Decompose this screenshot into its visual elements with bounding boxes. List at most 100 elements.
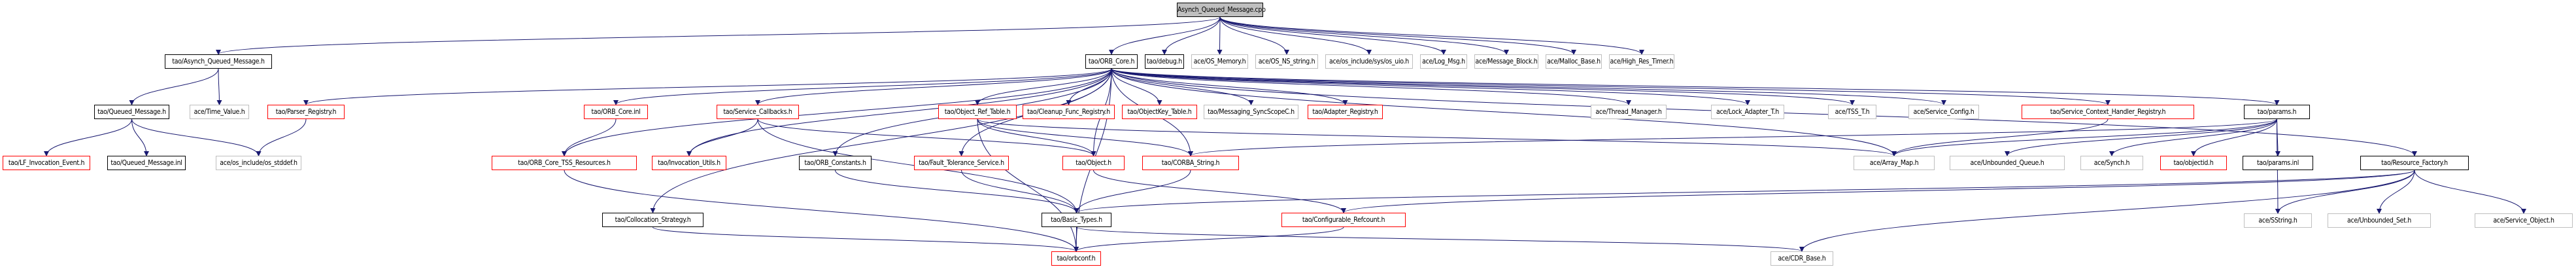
node-service-config-h[interactable]: ace/Service_Config.h xyxy=(1908,105,1979,119)
edge-orb_core_h-to-params_h xyxy=(1111,68,2280,105)
node-os-memory-h[interactable]: ace/OS_Memory.h xyxy=(1191,54,1248,69)
node-unbounded-queue-h[interactable]: ace/Unbounded_Queue.h xyxy=(1950,156,2065,170)
node-os-ns-string-h[interactable]: ace/OS_NS_string.h xyxy=(1255,54,1318,69)
edge-params_h-to-array_map xyxy=(1891,118,2277,156)
node-orb-core-tss-resources-h[interactable]: tao/ORB_Core_TSS_Resources.h xyxy=(492,156,637,170)
edge-orb_core_h-to-tss_t xyxy=(1111,68,1855,105)
edge-queued_message_h-to-queued_message_inl xyxy=(131,118,149,156)
node-synch-h[interactable]: ace/Synch.h xyxy=(2080,156,2143,170)
edge-resource_factory-to-service_object xyxy=(2414,170,2526,214)
node-object-ref-table-h[interactable]: tao/Object_Ref_Table.h xyxy=(938,105,1017,119)
edge-orb_core_h-to-service_config xyxy=(1111,68,1946,105)
edge-orb_core_h-to-messaging_syncscope xyxy=(1111,68,1254,105)
node-unbounded-set-h[interactable]: ace/Unbounded_Set.h xyxy=(2328,213,2431,228)
node-object-h[interactable]: tao/Object.h xyxy=(1062,156,1125,170)
edge-orb_core_h-to-sch_registry xyxy=(1111,68,2110,105)
node-orb-core-h[interactable]: tao/ORB_Core.h xyxy=(1085,54,1138,69)
edge-root-to-os_ns_string xyxy=(1219,16,1289,55)
node-cleanup-func-registry-h[interactable]: tao/Cleanup_Func_Registry.h xyxy=(1023,105,1115,119)
edge-resource_factory-to-sstring xyxy=(2275,170,2415,214)
edge-root-to-log_msg xyxy=(1219,16,1446,55)
node-adapter-registry-h[interactable]: tao/Adapter_Registry.h xyxy=(1308,105,1383,119)
edge-orb_core_h-to-array_map xyxy=(1111,68,1897,156)
node-service-object-h[interactable]: ace/Service_Object.h xyxy=(2475,213,2573,228)
edge-object_h-to-configurable_refcount xyxy=(1093,170,1346,213)
edge-orb_core_h-to-thread_manager xyxy=(1111,68,1631,105)
edge-basic_types-to-orbconf xyxy=(1074,226,1079,252)
edge-object_ref_table-to-orbconf xyxy=(977,118,1079,252)
edge-params_h-to-corba_string xyxy=(1188,118,2277,156)
edge-orb_core_h-to-collocation_strategy xyxy=(650,68,1112,213)
node-params-h[interactable]: tao/params.h xyxy=(2244,105,2310,119)
node-malloc-base-h[interactable]: ace/Malloc_Base.h xyxy=(1546,54,1602,69)
edge-service_callbacks-to-object_h xyxy=(757,118,1096,156)
node-message-block-h[interactable]: ace/Message_Block.h xyxy=(1474,54,1538,69)
node-service-context-handler-registry-h[interactable]: tao/Service_Context_Handler_Registry.h xyxy=(2022,105,2194,119)
edge-resource_factory-to-configurable_refcount xyxy=(1341,170,2415,213)
edge-orb_core_h-to-invocation_utils xyxy=(686,68,1112,156)
edge-object_ref_table-to-corba_string xyxy=(977,118,1193,156)
node-cdr-base-h[interactable]: ace/CDR_Base.h xyxy=(1771,251,1833,266)
node-lf-invocation-event-h[interactable]: tao/LF_Invocation_Event.h xyxy=(3,156,90,170)
node-service-callbacks-h[interactable]: tao/Service_Callbacks.h xyxy=(717,105,799,119)
node-objectid-h[interactable]: tao/objectid.h xyxy=(2160,156,2227,170)
edge-orb_core_h-to-object_ref_table xyxy=(975,68,1112,105)
edge-queued_message_h-to-lf_invocation_event xyxy=(44,118,132,156)
edge-queued_message_h-to-os_stddef xyxy=(131,118,262,156)
edge-object_ref_table-to-object_h xyxy=(977,118,1096,156)
node-fault-tolerance-service-h[interactable]: tao/Fault_Tolerance_Service.h xyxy=(914,156,1009,170)
edge-orb_core_inl-to-orb_core_tss xyxy=(562,118,617,156)
node-queued-message-h[interactable]: tao/Queued_Message.h xyxy=(94,105,169,119)
node-parser-registry-h[interactable]: tao/Parser_Registry.h xyxy=(267,105,345,119)
node-configurable-refcount-h[interactable]: tao/Configurable_Refcount.h xyxy=(1281,213,1406,227)
node-corba-string-h[interactable]: tao/CORBA_String.h xyxy=(1142,156,1239,170)
node-os-uio-h[interactable]: ace/os_include/sys/os_uio.h xyxy=(1325,54,1413,69)
edge-root-to-message_block xyxy=(1219,16,1509,55)
node-os-stddef-h[interactable]: ace/os_include/os_stddef.h xyxy=(216,156,301,170)
node-asynch-queued-message-h[interactable]: tao/Asynch_Queued_Message.h xyxy=(165,54,272,69)
node-objectkey-table-h[interactable]: tao/ObjectKey_Table.h xyxy=(1122,105,1197,119)
edge-root-to-os_memory xyxy=(1217,16,1223,55)
node-invocation-utils-h[interactable]: tao/Invocation_Utils.h xyxy=(652,156,726,170)
node-params-inl[interactable]: tao/params.inl xyxy=(2243,156,2313,170)
edge-orb_core_h-to-objectkey_table xyxy=(1111,68,1162,105)
node-collocation-strategy-h[interactable]: tao/Collocation_Strategy.h xyxy=(602,213,703,227)
edge-orb_core_h-to-lock_adapter xyxy=(1111,68,1750,105)
node-log-msg-h[interactable]: ace/Log_Msg.h xyxy=(1420,54,1467,69)
node-lock-adapter-t-h[interactable]: ace/Lock_Adapter_T.h xyxy=(1711,105,1784,119)
edge-resource_factory-to-unbounded_set xyxy=(2377,170,2415,214)
edge-root-to-aqm_h xyxy=(216,16,1221,55)
node-basic-types-h[interactable]: tao/Basic_Types.h xyxy=(1042,213,1111,227)
node-orb-core-inl[interactable]: tao/ORB_Core.inl xyxy=(584,105,648,119)
edge-aqm_h-to-time_value xyxy=(216,68,222,105)
edge-params_h-to-unbounded_queue xyxy=(2005,118,2277,156)
node-time-value-h[interactable]: ace/Time_Value.h xyxy=(190,105,249,119)
edge-orb_core_tss-to-orbconf xyxy=(564,170,1079,252)
edge-root-to-malloc_base xyxy=(1219,16,1576,55)
edge-basic_types-to-cdr_base xyxy=(1076,226,1805,252)
edge-root-to-os_uio xyxy=(1219,16,1372,55)
node-resource-factory-h[interactable]: tao/Resource_Factory.h xyxy=(2360,156,2469,170)
edge-corba_string-to-basic_types xyxy=(1074,170,1191,213)
edge-resource_factory-to-cdr_base xyxy=(1799,170,2415,252)
node-array-map-h[interactable]: ace/Array_Map.h xyxy=(1854,156,1935,170)
node-debug-h[interactable]: tao/debug.h xyxy=(1145,54,1184,69)
edge-root-to-debug_h xyxy=(1162,16,1221,55)
edge-params_h-to-objectid_h xyxy=(2191,118,2277,156)
edge-fault_tolerance-to-basic_types xyxy=(961,170,1079,213)
node-messaging-syncscopec-h[interactable]: tao/Messaging_SyncScopeC.h xyxy=(1204,105,1298,119)
node-thread-manager-h[interactable]: ace/Thread_Manager.h xyxy=(1591,105,1667,119)
edge-params_h-to-synch_h xyxy=(2109,118,2277,156)
node-sstring-h[interactable]: ace/SString.h xyxy=(2244,213,2312,228)
node-root-file[interactable]: Asynch_Queued_Message.cpp xyxy=(1177,3,1266,17)
node-queued-message-inl[interactable]: tao/Queued_Message.inl xyxy=(107,156,186,170)
node-orbconf-h[interactable]: tao/orbconf.h xyxy=(1051,251,1101,266)
node-orb-constants-h[interactable]: tao/ORB_Constants.h xyxy=(799,156,872,170)
edge-orb_core_h-to-adapter_registry xyxy=(1111,68,1348,105)
node-high-res-timer-h[interactable]: ace/High_Res_Timer.h xyxy=(1609,54,1674,69)
edge-aqm_h-to-queued_message_h xyxy=(129,68,219,105)
edge-orb_core_h-to-orb_core_inl xyxy=(613,68,1112,105)
node-tss-t-h[interactable]: ace/TSS_T.h xyxy=(1828,105,1876,119)
edge-parser_registry-to-os_stddef xyxy=(256,118,307,156)
